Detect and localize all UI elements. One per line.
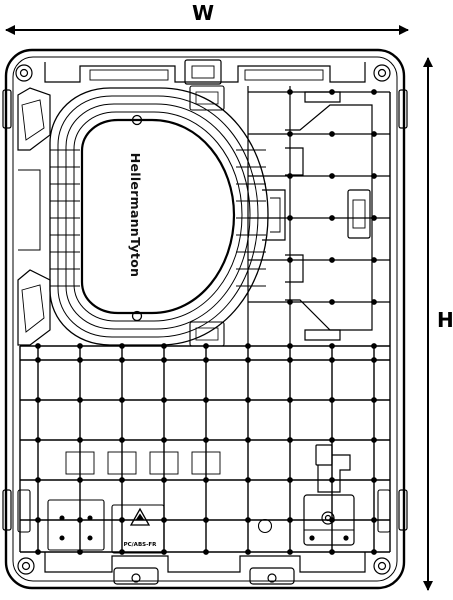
grid-node	[287, 437, 293, 443]
grid-node	[287, 131, 293, 137]
grid-node	[77, 397, 83, 403]
grid-node	[329, 257, 335, 263]
screw-top-right	[373, 64, 391, 82]
grid-node	[119, 437, 125, 443]
enclosure-body	[2, 48, 408, 590]
brand-text: HellermannTyton	[128, 153, 143, 278]
grid-node	[329, 343, 335, 349]
grid-node	[77, 357, 83, 363]
grid-node	[371, 437, 377, 443]
grid-cell-slot	[65, 451, 95, 475]
grid-node	[203, 357, 209, 363]
grid-node	[287, 477, 293, 483]
grid-node	[161, 397, 167, 403]
screw-bottom-right	[373, 557, 391, 575]
top-hinge	[44, 59, 366, 85]
grid-node	[203, 549, 209, 555]
grid-node	[245, 477, 251, 483]
internal-grid	[19, 86, 391, 555]
grid-node	[161, 437, 167, 443]
grid-node	[245, 343, 251, 349]
grid-node	[329, 299, 335, 305]
grid-node	[77, 343, 83, 349]
bottom-hinge	[44, 552, 366, 585]
brand-mark-top	[131, 114, 143, 126]
grid-node	[203, 517, 209, 523]
brand-mark-bottom	[131, 310, 143, 322]
grid-node	[287, 517, 293, 523]
grid-node	[371, 517, 377, 523]
grid-node	[329, 173, 335, 179]
grid-node	[203, 477, 209, 483]
grid-cell-slot	[191, 451, 221, 475]
grid-cell-slot	[149, 451, 179, 475]
grid-node	[161, 357, 167, 363]
grid-node	[35, 549, 41, 555]
grid-node	[329, 131, 335, 137]
bottom-plate	[17, 489, 391, 554]
grid-node	[203, 397, 209, 403]
grid-node	[77, 437, 83, 443]
left-cable-guides	[17, 87, 51, 346]
grid-node	[287, 215, 293, 221]
grid-node	[329, 477, 335, 483]
grid-node	[287, 357, 293, 363]
grid-node	[119, 397, 125, 403]
recycle-icon	[129, 507, 151, 526]
splice-tray	[49, 87, 269, 346]
screw-top-left	[15, 64, 33, 82]
corner-screws	[15, 64, 391, 575]
grid-node	[35, 437, 41, 443]
grid-node	[161, 477, 167, 483]
grid-node	[245, 357, 251, 363]
grid-node	[287, 343, 293, 349]
right-channel	[262, 91, 373, 341]
width-dimension: W	[5, 1, 409, 35]
grid-node	[35, 517, 41, 523]
grid-node	[371, 89, 377, 95]
grid-node	[287, 397, 293, 403]
ground-terminal	[303, 444, 355, 546]
grid-node	[245, 517, 251, 523]
height-dimension: H	[423, 57, 453, 591]
grid-node	[245, 549, 251, 555]
grid-node	[35, 397, 41, 403]
width-label: W	[192, 1, 214, 25]
grid-node	[35, 343, 41, 349]
grid-node	[35, 357, 41, 363]
grid-node	[329, 215, 335, 221]
grid-node	[35, 477, 41, 483]
height-label: H	[437, 308, 453, 332]
grid-node	[119, 357, 125, 363]
grid-node	[77, 517, 83, 523]
grid-node	[245, 437, 251, 443]
grid-node	[119, 477, 125, 483]
screw-bottom-left	[17, 557, 35, 575]
grid-node	[329, 357, 335, 363]
grid-node	[371, 357, 377, 363]
grid-node	[203, 437, 209, 443]
grid-node	[119, 517, 125, 523]
grid-node	[287, 89, 293, 95]
grid-node	[329, 437, 335, 443]
grid-node	[371, 343, 377, 349]
grid-node	[245, 397, 251, 403]
grid-node	[371, 397, 377, 403]
grid-node	[371, 549, 377, 555]
grid-node	[329, 549, 335, 555]
grid-node	[371, 477, 377, 483]
tray-ribs	[50, 149, 266, 287]
grid-cell-slot	[107, 451, 137, 475]
grid-node	[287, 549, 293, 555]
grid-node	[287, 257, 293, 263]
grid-node	[77, 477, 83, 483]
material-code: PC/ABS-FR	[124, 542, 158, 548]
tray-clips	[189, 85, 225, 347]
grid-node	[329, 397, 335, 403]
brand-marking: HellermannTyton	[128, 114, 143, 322]
